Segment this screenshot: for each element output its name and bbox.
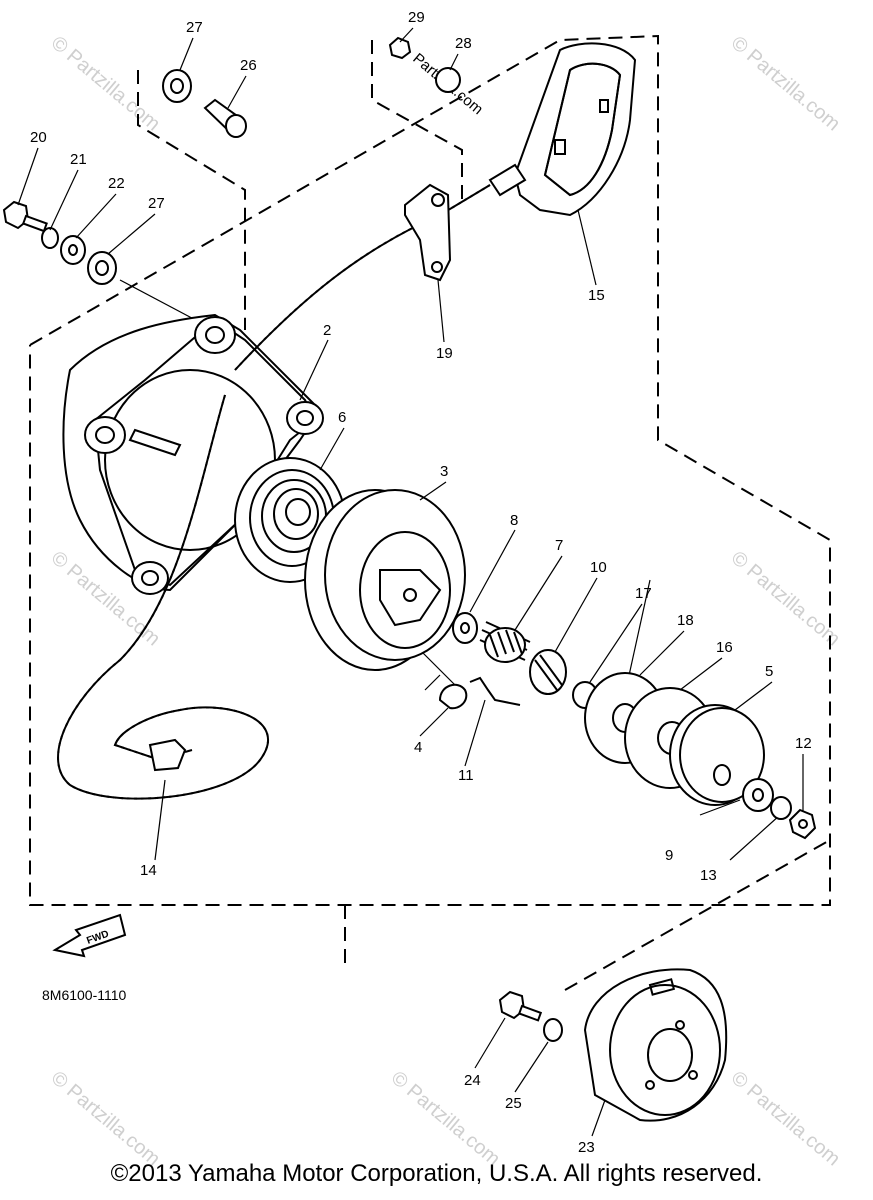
sheave-drum: [304, 489, 466, 671]
diagram-code: 8M6100-1110: [42, 987, 127, 1003]
part-label: 2: [323, 322, 331, 339]
part-label: 3: [440, 463, 448, 480]
rope-guide: [404, 183, 452, 282]
part-label: 22: [108, 175, 125, 192]
starter-cover: [583, 968, 728, 1122]
part-label: 12: [795, 735, 812, 752]
part-label: 19: [436, 345, 453, 362]
leader-lines: [119, 279, 781, 861]
watermark: © Partzilla.com: [387, 1067, 504, 1170]
part-label: 28: [455, 35, 472, 52]
part-label: 23: [578, 1139, 595, 1156]
part-label: 14: [140, 862, 157, 879]
starter-handle: [488, 42, 637, 217]
small-parts: [2, 36, 817, 1042]
part-labels: 27 26 29 28 20 21 22 27 15 19 2 6 3 8 7 …: [30, 9, 812, 1156]
part-label: 25: [505, 1095, 522, 1112]
part-label: 17: [635, 585, 652, 602]
part-label: 4: [414, 739, 422, 756]
starter-case: [62, 313, 324, 595]
part-label: 8: [510, 512, 518, 529]
part-label: 13: [700, 867, 717, 884]
part-label: 18: [677, 612, 694, 629]
part-label: 16: [716, 639, 733, 656]
watermark: © Partzilla.com: [727, 1067, 844, 1170]
part-label: 7: [555, 537, 563, 554]
part-label: 26: [240, 57, 257, 74]
forward-arrow: FWD: [52, 913, 127, 958]
watermark: © Partzilla.com: [727, 32, 844, 135]
part-label: 29: [408, 9, 425, 26]
copyright-text: ©2013 Yamaha Motor Corporation, U.S.A. A…: [110, 1160, 763, 1187]
part-label: 10: [590, 559, 607, 576]
part-label: 11: [458, 767, 474, 784]
part-label: 27: [186, 19, 203, 36]
label-leaders: [17, 27, 804, 1137]
assembly-outline: [29, 34, 831, 991]
part-label: 5: [765, 663, 773, 680]
part-label: 15: [588, 287, 605, 304]
watermark: © Partzilla.com: [727, 547, 844, 650]
watermark: © Partzilla.com: [47, 1067, 164, 1170]
part-label: 24: [464, 1072, 481, 1089]
watermark: © Partzilla.com: [47, 32, 164, 135]
part-label: 27: [148, 195, 165, 212]
part-label: 21: [70, 151, 87, 168]
part-label: 9: [665, 847, 673, 864]
part-label: 20: [30, 129, 47, 146]
part-label: 6: [338, 409, 346, 426]
